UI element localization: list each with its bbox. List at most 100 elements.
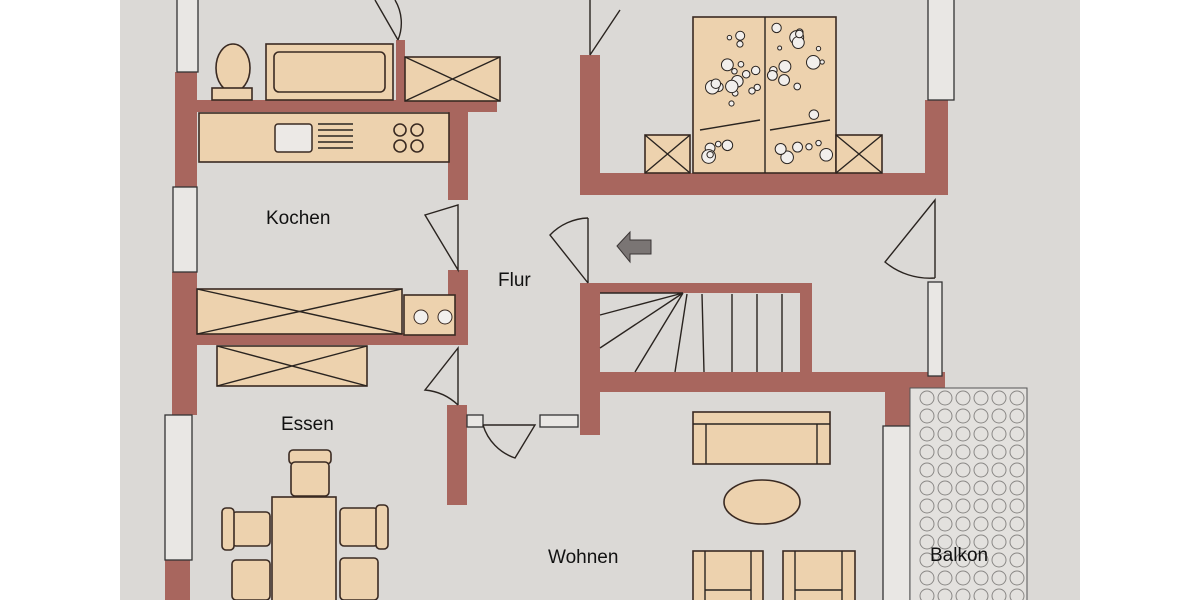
entrance-arrow-icon — [616, 230, 652, 264]
bedding-dot — [706, 150, 714, 159]
bedding-dot — [778, 59, 792, 73]
balcony-tile — [973, 516, 989, 532]
bedding-dot — [748, 87, 756, 95]
door-swing — [423, 204, 459, 273]
wall-stairs-top — [597, 283, 810, 293]
balcony-tile — [973, 588, 989, 600]
nightstand-cross — [835, 134, 883, 174]
bedding-dot — [737, 60, 745, 68]
bedding-dot — [741, 69, 751, 79]
balcony-tile — [991, 444, 1007, 460]
bedding-dot — [780, 150, 794, 165]
balcony-tile — [1009, 408, 1025, 424]
coffee-table — [723, 479, 801, 525]
bedding-dot — [805, 143, 813, 151]
balcony-tile — [1009, 498, 1025, 514]
balcony-tile — [973, 408, 989, 424]
chair — [339, 557, 379, 600]
doors — [374, 0, 936, 459]
door-swing — [549, 217, 589, 284]
bedding-dot — [766, 69, 778, 81]
bedding-dot — [777, 45, 783, 51]
balcony-tile — [991, 480, 1007, 496]
balcony-tile — [1009, 462, 1025, 478]
room-label-living: Wohnen — [548, 547, 618, 568]
balcony-tile — [1009, 534, 1025, 550]
bedding-dot — [726, 34, 733, 41]
balcony-tile — [991, 534, 1007, 550]
bedding-dot — [793, 82, 802, 91]
balcony-tile — [991, 588, 1007, 600]
balcony-tile — [955, 552, 971, 568]
balcony-tile — [937, 408, 953, 424]
sofa — [692, 411, 831, 465]
balcony-tile — [955, 408, 971, 424]
balcony-tile — [955, 516, 971, 532]
wall-stairs-bottom — [597, 372, 945, 392]
sideboard-cross — [216, 345, 368, 387]
wall-stairs-right — [800, 283, 812, 375]
balcony-tile — [973, 498, 989, 514]
balcony-tile — [919, 588, 935, 600]
balcony-tile — [973, 480, 989, 496]
balcony-tile — [955, 534, 971, 550]
bedding-dot — [750, 65, 761, 76]
balcony-tile — [991, 552, 1007, 568]
wall-hall-right-2 — [580, 283, 600, 435]
balcony-tile — [1009, 444, 1025, 460]
balcony-tile — [955, 426, 971, 442]
bedding-dot — [792, 141, 803, 153]
drainboard — [318, 123, 353, 149]
bedding-dot — [815, 45, 822, 52]
chair — [231, 559, 271, 600]
balcony-tile — [991, 462, 1007, 478]
bedding-dot — [735, 30, 746, 41]
room-label-dining: Essen — [281, 414, 334, 435]
balcony-tile — [955, 498, 971, 514]
bedding-dot — [819, 59, 825, 65]
balcony-tile — [919, 426, 935, 442]
bathtub-inner — [273, 51, 386, 93]
balcony-tile — [973, 534, 989, 550]
wall-kitchen-dining — [197, 333, 468, 345]
bedding-dot — [736, 40, 744, 48]
wall-bath-kitchen — [197, 100, 497, 112]
balcony-tile — [919, 498, 935, 514]
balcony-tile — [937, 570, 953, 586]
bedding-dot — [791, 36, 805, 49]
walls — [165, 40, 948, 600]
balcony-tile — [937, 444, 953, 460]
balcony-tile — [1009, 480, 1025, 496]
balcony-tile — [937, 480, 953, 496]
balcony-tile — [991, 570, 1007, 586]
door-swing — [374, 0, 402, 41]
balcony-tile — [991, 516, 1007, 532]
stove — [393, 123, 424, 153]
bedding-pattern — [701, 22, 834, 165]
balcony-tile — [955, 444, 971, 460]
cabinet-cross — [404, 56, 501, 102]
appliance-knob — [413, 309, 429, 325]
appliance-knob — [437, 309, 453, 325]
balcony-tile — [991, 498, 1007, 514]
chair — [290, 461, 330, 497]
balcony-tile — [973, 426, 989, 442]
bedding-dot — [714, 140, 722, 148]
wall-outer-left-1 — [175, 72, 197, 187]
balcony-tile — [937, 534, 953, 550]
bedding-dot — [795, 29, 804, 39]
balcony-tile — [955, 462, 971, 478]
cabinet-cross — [196, 288, 403, 335]
window — [164, 414, 193, 561]
balcony-tile — [973, 552, 989, 568]
toilet-tank — [211, 87, 253, 101]
balcony-tile — [973, 570, 989, 586]
balcony-tile — [919, 444, 935, 460]
nightstand-cross — [644, 134, 691, 174]
bedding-dot — [721, 139, 734, 152]
balcony-tile — [1009, 588, 1025, 600]
balcony-tile — [1009, 570, 1025, 586]
balcony-tile — [937, 552, 953, 568]
balcony-tile — [955, 480, 971, 496]
bedding-dot — [815, 139, 822, 147]
